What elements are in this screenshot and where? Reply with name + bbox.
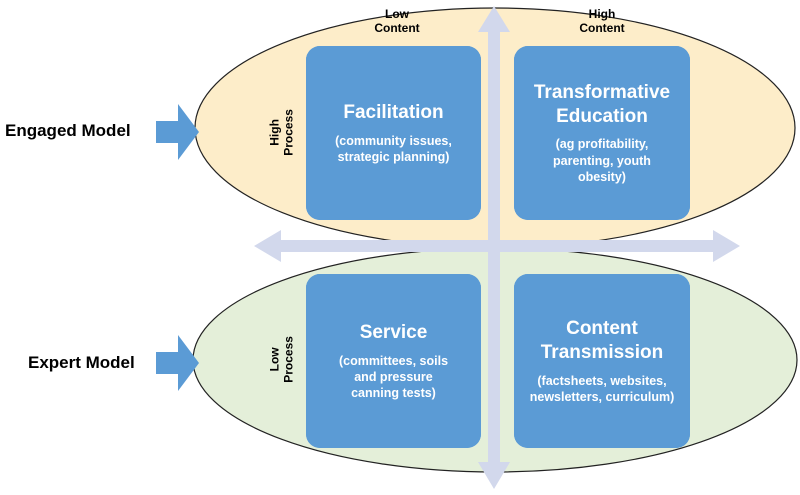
service-subtitle: (committees, soils and pressure canning … bbox=[338, 353, 449, 401]
facilitation-title: Facilitation bbox=[343, 101, 444, 123]
expert-model-label: Expert Model bbox=[28, 353, 135, 372]
transformative-subtitle: (ag profitability, parenting, youth obes… bbox=[553, 137, 651, 184]
expert-model-arrow bbox=[156, 335, 199, 391]
low-content-label: Low Content bbox=[374, 7, 420, 36]
low-process-label: Low Process bbox=[267, 336, 296, 383]
service-box: Service (committees, soils and pressure … bbox=[306, 274, 481, 448]
engaged-model-label: Engaged Model bbox=[5, 121, 131, 140]
engaged-model-arrow bbox=[156, 104, 199, 160]
high-process-label: High Process bbox=[267, 109, 296, 156]
process-axis-arrow bbox=[478, 6, 510, 489]
transformative-box: Transformative Education (ag profitabili… bbox=[514, 46, 690, 220]
transformative-title: Transformative Education bbox=[533, 81, 671, 127]
high-content-label: High Content bbox=[579, 7, 625, 36]
content-title: Content Transmission bbox=[540, 318, 664, 363]
facilitation-subtitle: (community issues, strategic planning) bbox=[335, 133, 452, 164]
service-title: Service bbox=[359, 321, 428, 343]
facilitation-box: Facilitation (community issues, strategi… bbox=[306, 46, 481, 220]
content-box: Content Transmission (factsheets, websit… bbox=[514, 274, 690, 448]
content-subtitle: (factsheets, websites, newsletters, curr… bbox=[529, 373, 675, 404]
